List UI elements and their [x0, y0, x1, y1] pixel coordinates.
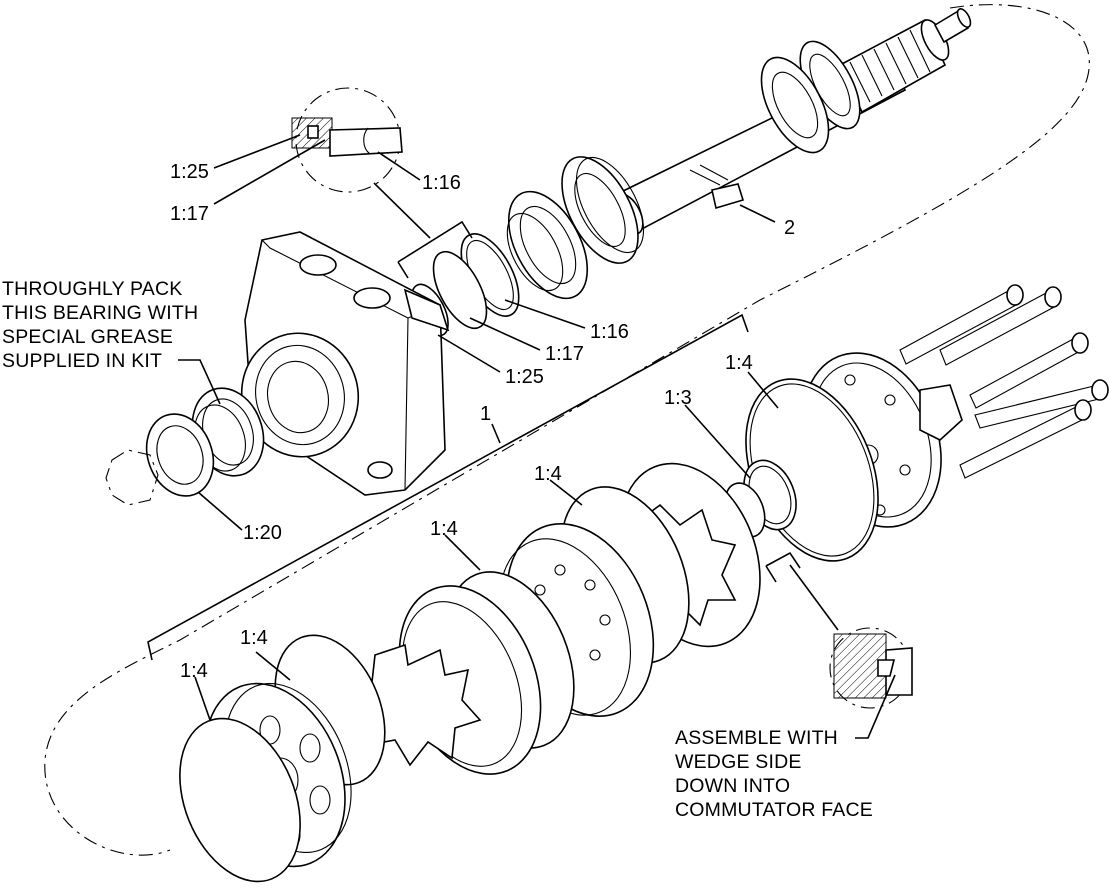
label-1-4-end: 1:4: [725, 352, 753, 374]
label-1-4-front: 1:4: [180, 660, 208, 682]
label-1-17-top: 1:17: [170, 203, 209, 225]
label-1-4-mid: 1:4: [534, 463, 562, 485]
note-bearing-line-3: SPECIAL GREASE: [2, 326, 173, 348]
key: [711, 183, 745, 210]
bracket-1: [147, 313, 749, 661]
phantom-outline: [44, 4, 1090, 856]
note-wedge: ASSEMBLE WITH WEDGE SIDE DOWN INTO COMMU…: [675, 727, 873, 821]
note-pack-bearing: THROUGHLY PACK THIS BEARING WITH SPECIAL…: [2, 278, 198, 372]
note-bearing-line-2: THIS BEARING WITH: [2, 302, 198, 324]
label-1-25-top: 1:25: [170, 161, 209, 183]
label-2: 2: [784, 217, 795, 239]
thrust-bearing-top: [760, 56, 830, 154]
note-bearing-line-4: SUPPLIED IN KIT: [2, 350, 162, 372]
label-1: 1: [480, 403, 491, 425]
note-wedge-line-1: ASSEMBLE WITH: [675, 727, 838, 749]
o-ring-1-4-front: [179, 717, 301, 883]
needle-bearing: [506, 190, 589, 300]
mounting-housing: [240, 231, 450, 496]
note-bearing-line-1: THROUGHLY PACK: [2, 278, 183, 300]
label-1-20: 1:20: [243, 522, 282, 544]
note-wedge-line-2: WEDGE SIDE: [675, 751, 802, 773]
bracket-top: [397, 220, 473, 279]
seal-1-20: [145, 413, 215, 497]
note-wedge-line-4: COMMUTATOR FACE: [675, 799, 873, 821]
label-1-4-manifold: 1:4: [430, 518, 458, 540]
detail-view-wedge: [829, 627, 913, 709]
label-1-17-mid: 1:17: [545, 343, 584, 365]
label-1-3: 1:3: [664, 387, 692, 409]
leader-lines: [178, 134, 896, 739]
backup-ring-1-17: [432, 250, 488, 330]
cap-bolts: [899, 284, 1109, 479]
label-1-16-mid: 1:16: [590, 321, 629, 343]
nut: [105, 449, 159, 506]
label-1-4-gerotor: 1:4: [240, 627, 268, 649]
note-wedge-line-3: DOWN INTO: [675, 775, 790, 797]
bracket-wedge: [765, 551, 801, 583]
detail-view-top: [291, 87, 403, 193]
label-1-16-top: 1:16: [422, 172, 461, 194]
label-1-25-mid: 1:25: [505, 366, 544, 388]
